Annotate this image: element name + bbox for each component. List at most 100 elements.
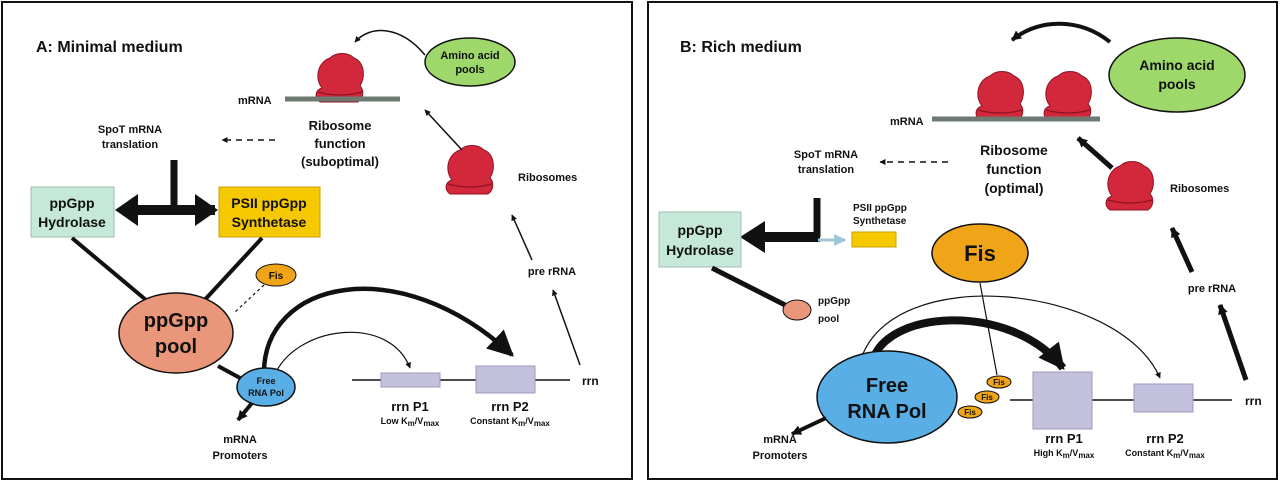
small-fis-label-3: Fis — [964, 408, 976, 417]
mrna-promoters-label-2: Promoters — [752, 450, 807, 462]
ribosome-function-label-1: Ribosome — [309, 118, 372, 133]
synthetase-label-2: Synthetase — [853, 216, 907, 227]
rrn-p1-label: rrn P1 — [391, 399, 429, 414]
fis-label: Fis — [964, 241, 996, 266]
ppgpp-pool-label-2: pool — [818, 314, 839, 325]
psii-synthetase-box — [851, 231, 897, 248]
ppgpp-hydrolase-box — [30, 186, 115, 238]
small-fis-1 — [986, 375, 1012, 389]
fis-ellipse — [931, 223, 1029, 283]
spot-label-1: SpoT mRNA — [794, 149, 858, 161]
spot-label-2: translation — [798, 164, 855, 176]
ppgpp-pool-label-1: ppGpp — [144, 310, 208, 332]
ppgpp-pool-label-2: pool — [155, 336, 197, 358]
ribosome-function-label-2: function — [314, 136, 365, 151]
hydrolase-label-1: ppGpp — [677, 222, 722, 238]
mrna-label: mRNA — [890, 116, 924, 128]
free-rna-pol-ellipse — [236, 367, 296, 407]
hydrolase-label-2: Hydrolase — [38, 214, 106, 230]
synthetase-pool-link — [198, 236, 264, 307]
rna-pol-label-2: RNA Pol — [847, 401, 926, 423]
panel-a: A: Minimal medium Amino acid pools mRNA … — [1, 1, 633, 480]
panel-b-title: B: Rich medium — [680, 39, 802, 56]
rrn-p2-box — [1133, 383, 1194, 413]
rrn-p1-label: rrn P1 — [1045, 431, 1083, 446]
fis-to-promoter-link — [979, 282, 998, 376]
ribosome-function-label-2: function — [986, 161, 1041, 177]
free-rna-pol-ellipse — [816, 350, 958, 444]
rrn-p1-box — [380, 372, 441, 388]
ribosomes-to-function-arrow — [1076, 136, 1114, 170]
fis-ellipse — [255, 263, 297, 287]
rrn-label: rrn — [1245, 394, 1262, 408]
synthetase-label-1: PSII ppGpp — [853, 203, 907, 214]
rrn-to-pre-rrna-arrow — [1217, 304, 1249, 381]
amino-to-ribosome-arrow — [354, 29, 426, 56]
ribosomes-to-function-arrow — [424, 109, 463, 151]
rna-pol-label-1: Free — [866, 375, 908, 397]
rnapol-to-p2-arrow — [859, 295, 1161, 379]
rnapol-to-mrna-promoters-arrow — [791, 416, 827, 436]
ribosome-function-label-3: (optimal) — [984, 180, 1043, 196]
hydrolase-label-2: Hydrolase — [666, 242, 734, 258]
rrn-to-pre-rrna-arrow — [552, 289, 581, 366]
rrn-p2-kinetics: Constant Km/Vmax — [1125, 448, 1205, 460]
hydrolase-pool-link — [70, 236, 154, 307]
synthetase-label-2: Synthetase — [232, 214, 307, 230]
hydrolase-arrow-head — [740, 221, 765, 253]
mrna-promoters-label-1: mRNA — [763, 434, 797, 446]
amino-to-ribosome-arrow — [1010, 21, 1112, 44]
amino-acid-pools-ellipse — [1108, 37, 1246, 113]
rrn-p2-box — [475, 365, 536, 394]
amino-acid-pools-ellipse — [424, 37, 516, 87]
ribosome-function-label-3: (suboptimal) — [301, 154, 379, 169]
pre-rrna-label: pre rRNA — [1188, 283, 1236, 295]
fis-pool-dotted-link — [234, 284, 265, 313]
pool-rnapol-link — [217, 364, 241, 380]
rnapol-to-mrna-promoters-arrow — [236, 401, 254, 422]
rrn-p2-kinetics: Constant Km/Vmax — [470, 416, 550, 428]
panel-a-frame — [1, 1, 633, 480]
hydrolase-pool-link — [710, 265, 787, 308]
mrna-promoters-label-1: mRNA — [223, 434, 257, 446]
small-fis-label-1: Fis — [993, 378, 1005, 387]
rrn-p1-box — [1032, 371, 1093, 430]
rnapol-to-p1-arrow — [868, 316, 1067, 371]
pre-rrna-to-ribosomes-arrow — [511, 214, 533, 261]
small-fis-label-2: Fis — [981, 393, 993, 402]
hydrolase-label-1: ppGpp — [49, 195, 94, 211]
amino-acid-pools-label-2: pools — [455, 64, 484, 76]
fis-label: Fis — [269, 271, 284, 282]
panel-a-title: A: Minimal medium — [36, 39, 183, 56]
mrna-promoters-label-2: Promoters — [212, 450, 267, 462]
spot-label-2: translation — [102, 139, 159, 151]
rnapol-to-p1-arrow — [275, 331, 411, 373]
double-arrow-right-head — [195, 194, 218, 226]
ribosomes-label: Ribosomes — [1170, 183, 1229, 195]
ppgpp-pool-ellipse — [782, 299, 812, 321]
ribosome-function-label-1: Ribosome — [980, 142, 1048, 158]
rrn-p2-label: rrn P2 — [491, 399, 529, 414]
ppgpp-pool-ellipse — [118, 292, 234, 374]
double-arrow-left-head — [115, 194, 138, 226]
rna-pol-label-1: Free — [256, 376, 275, 386]
small-fis-3 — [957, 405, 983, 419]
small-fis-2 — [974, 390, 1000, 404]
ppgpp-pool-label-1: ppGpp — [818, 296, 850, 307]
amino-acid-pools-label-1: Amino acid — [440, 50, 499, 62]
rrn-p1-kinetics: High Km/Vmax — [1034, 448, 1095, 460]
ribosomes-label: Ribosomes — [518, 172, 577, 184]
pre-rrna-to-ribosomes-arrow — [1169, 226, 1195, 274]
amino-acid-pools-label-1: Amino acid — [1139, 57, 1214, 73]
ppgpp-hydrolase-box — [658, 211, 742, 268]
rrn-p1-kinetics: Low Km/Vmax — [381, 416, 440, 428]
rna-pol-label-2: RNA Pol — [248, 388, 284, 398]
amino-acid-pools-label-2: pools — [1158, 76, 1196, 92]
rnapol-to-p2-arrow — [261, 286, 514, 376]
panel-b: B: Rich medium Amino acid pools mRNA Rib… — [647, 1, 1278, 480]
synthetase-label-1: PSII ppGpp — [231, 195, 306, 211]
psii-synthetase-box — [218, 186, 321, 238]
rrn-p2-label: rrn P2 — [1146, 431, 1184, 446]
pre-rrna-label: pre rRNA — [528, 266, 576, 278]
